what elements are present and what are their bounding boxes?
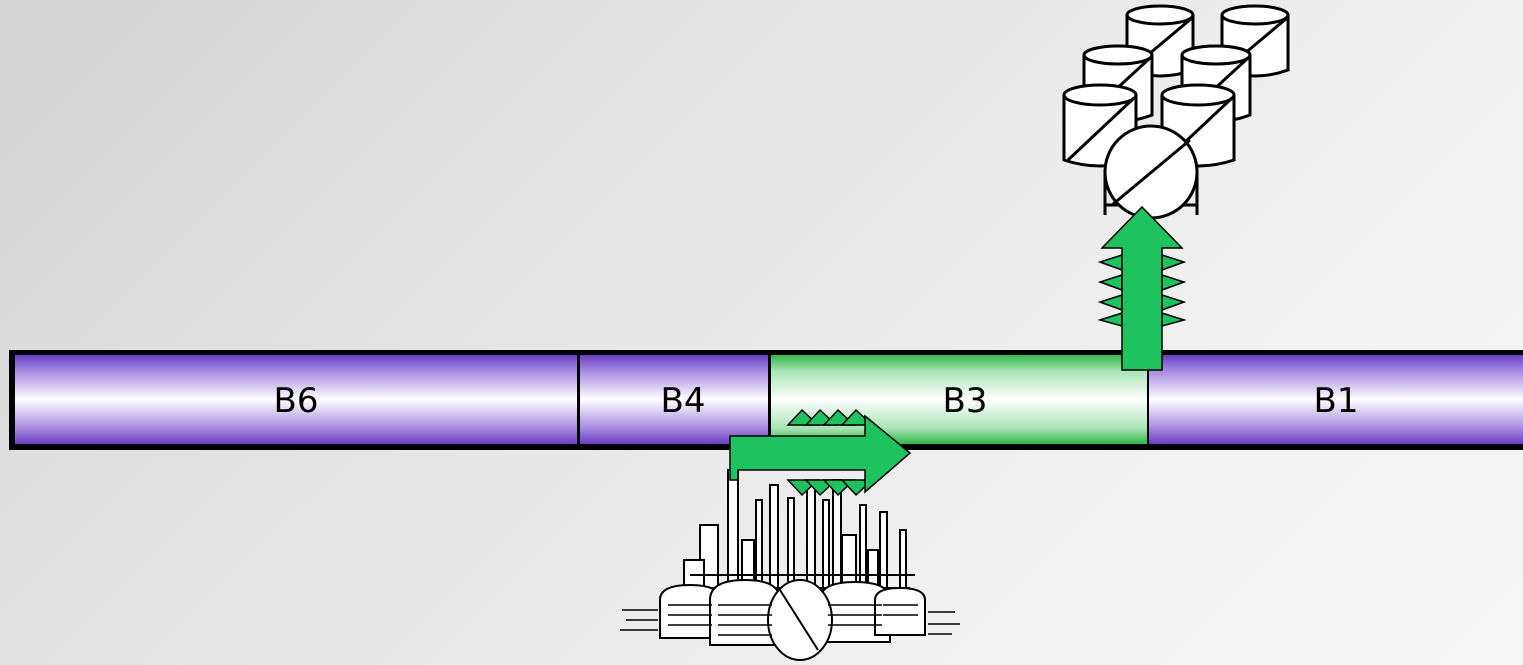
segment-b6-label: B6 [274, 381, 319, 421]
refinery-icon [620, 469, 960, 661]
sphere-tank [1103, 124, 1199, 220]
segment-b6[interactable]: B6 [15, 355, 577, 444]
injection-arrow [729, 408, 912, 497]
segment-b4-label: B4 [661, 381, 706, 421]
delivery-arrow [1097, 205, 1187, 371]
segment-divider [768, 352, 771, 448]
tank-farm-icon [1062, 4, 1290, 220]
segment-divider [577, 352, 580, 448]
segment-b3[interactable]: B3 [771, 355, 1147, 444]
segment-b1[interactable]: B1 [1149, 355, 1523, 444]
pipeline-bar: B6 B4 B3 B1 [9, 350, 1523, 450]
segment-divider [1147, 352, 1149, 448]
segment-b3-label: B3 [943, 381, 988, 421]
segment-b4[interactable]: B4 [580, 355, 768, 444]
segment-b1-label: B1 [1314, 381, 1359, 421]
